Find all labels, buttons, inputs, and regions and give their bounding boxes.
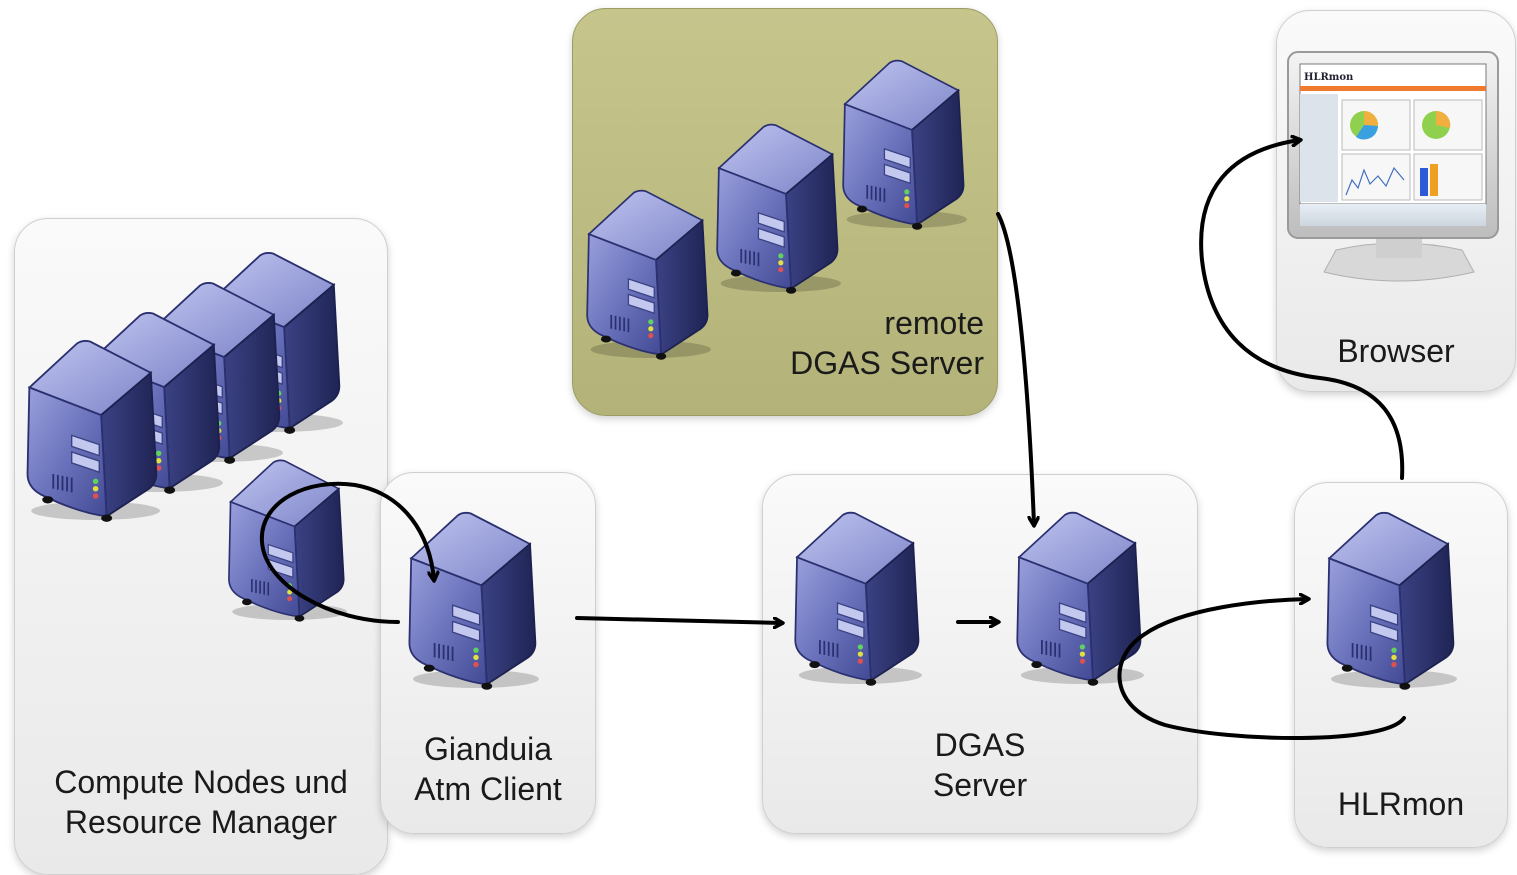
server-icon	[408, 511, 539, 690]
dgas-line-1: DGAS	[934, 727, 1026, 763]
hlrmon-label: HLRmon	[1337, 786, 1465, 822]
gianduia-label: Gianduia Atm Client	[380, 729, 596, 809]
arrow	[1199, 140, 1405, 480]
monitor-icon: HLRmon	[1287, 51, 1499, 282]
server-icon	[794, 511, 922, 686]
server-icon	[1326, 511, 1457, 690]
compute-nodes-line-2: Resource Manager	[64, 804, 338, 840]
server-icon	[842, 59, 967, 230]
browser-label: Browser	[1337, 333, 1455, 369]
arrow	[996, 212, 1034, 525]
compute-nodes-label: Compute Nodes und Resource Manager	[14, 762, 388, 842]
compute-nodes-line-1: Compute Nodes und	[54, 764, 348, 800]
svg-text:HLRmon: HLRmon	[1304, 72, 1354, 83]
server-icon	[1016, 511, 1144, 686]
dgas-server-label: DGAS Server	[762, 725, 1198, 805]
dgas-line-2: Server	[932, 767, 1028, 803]
remote-line-1: remote	[884, 305, 984, 341]
arrow	[575, 616, 782, 623]
remote-line-2: DGAS Server	[790, 345, 984, 381]
gianduia-line-1: Gianduia	[423, 731, 553, 767]
server-icon	[586, 189, 711, 360]
gianduia-line-2: Atm Client	[414, 771, 562, 807]
arrow	[259, 481, 434, 624]
server-icon	[26, 339, 161, 522]
arrow	[1117, 599, 1406, 740]
server-icon	[716, 123, 841, 294]
remote-dgas-label: remote DGAS Server	[700, 303, 984, 383]
server-icon	[228, 459, 347, 622]
